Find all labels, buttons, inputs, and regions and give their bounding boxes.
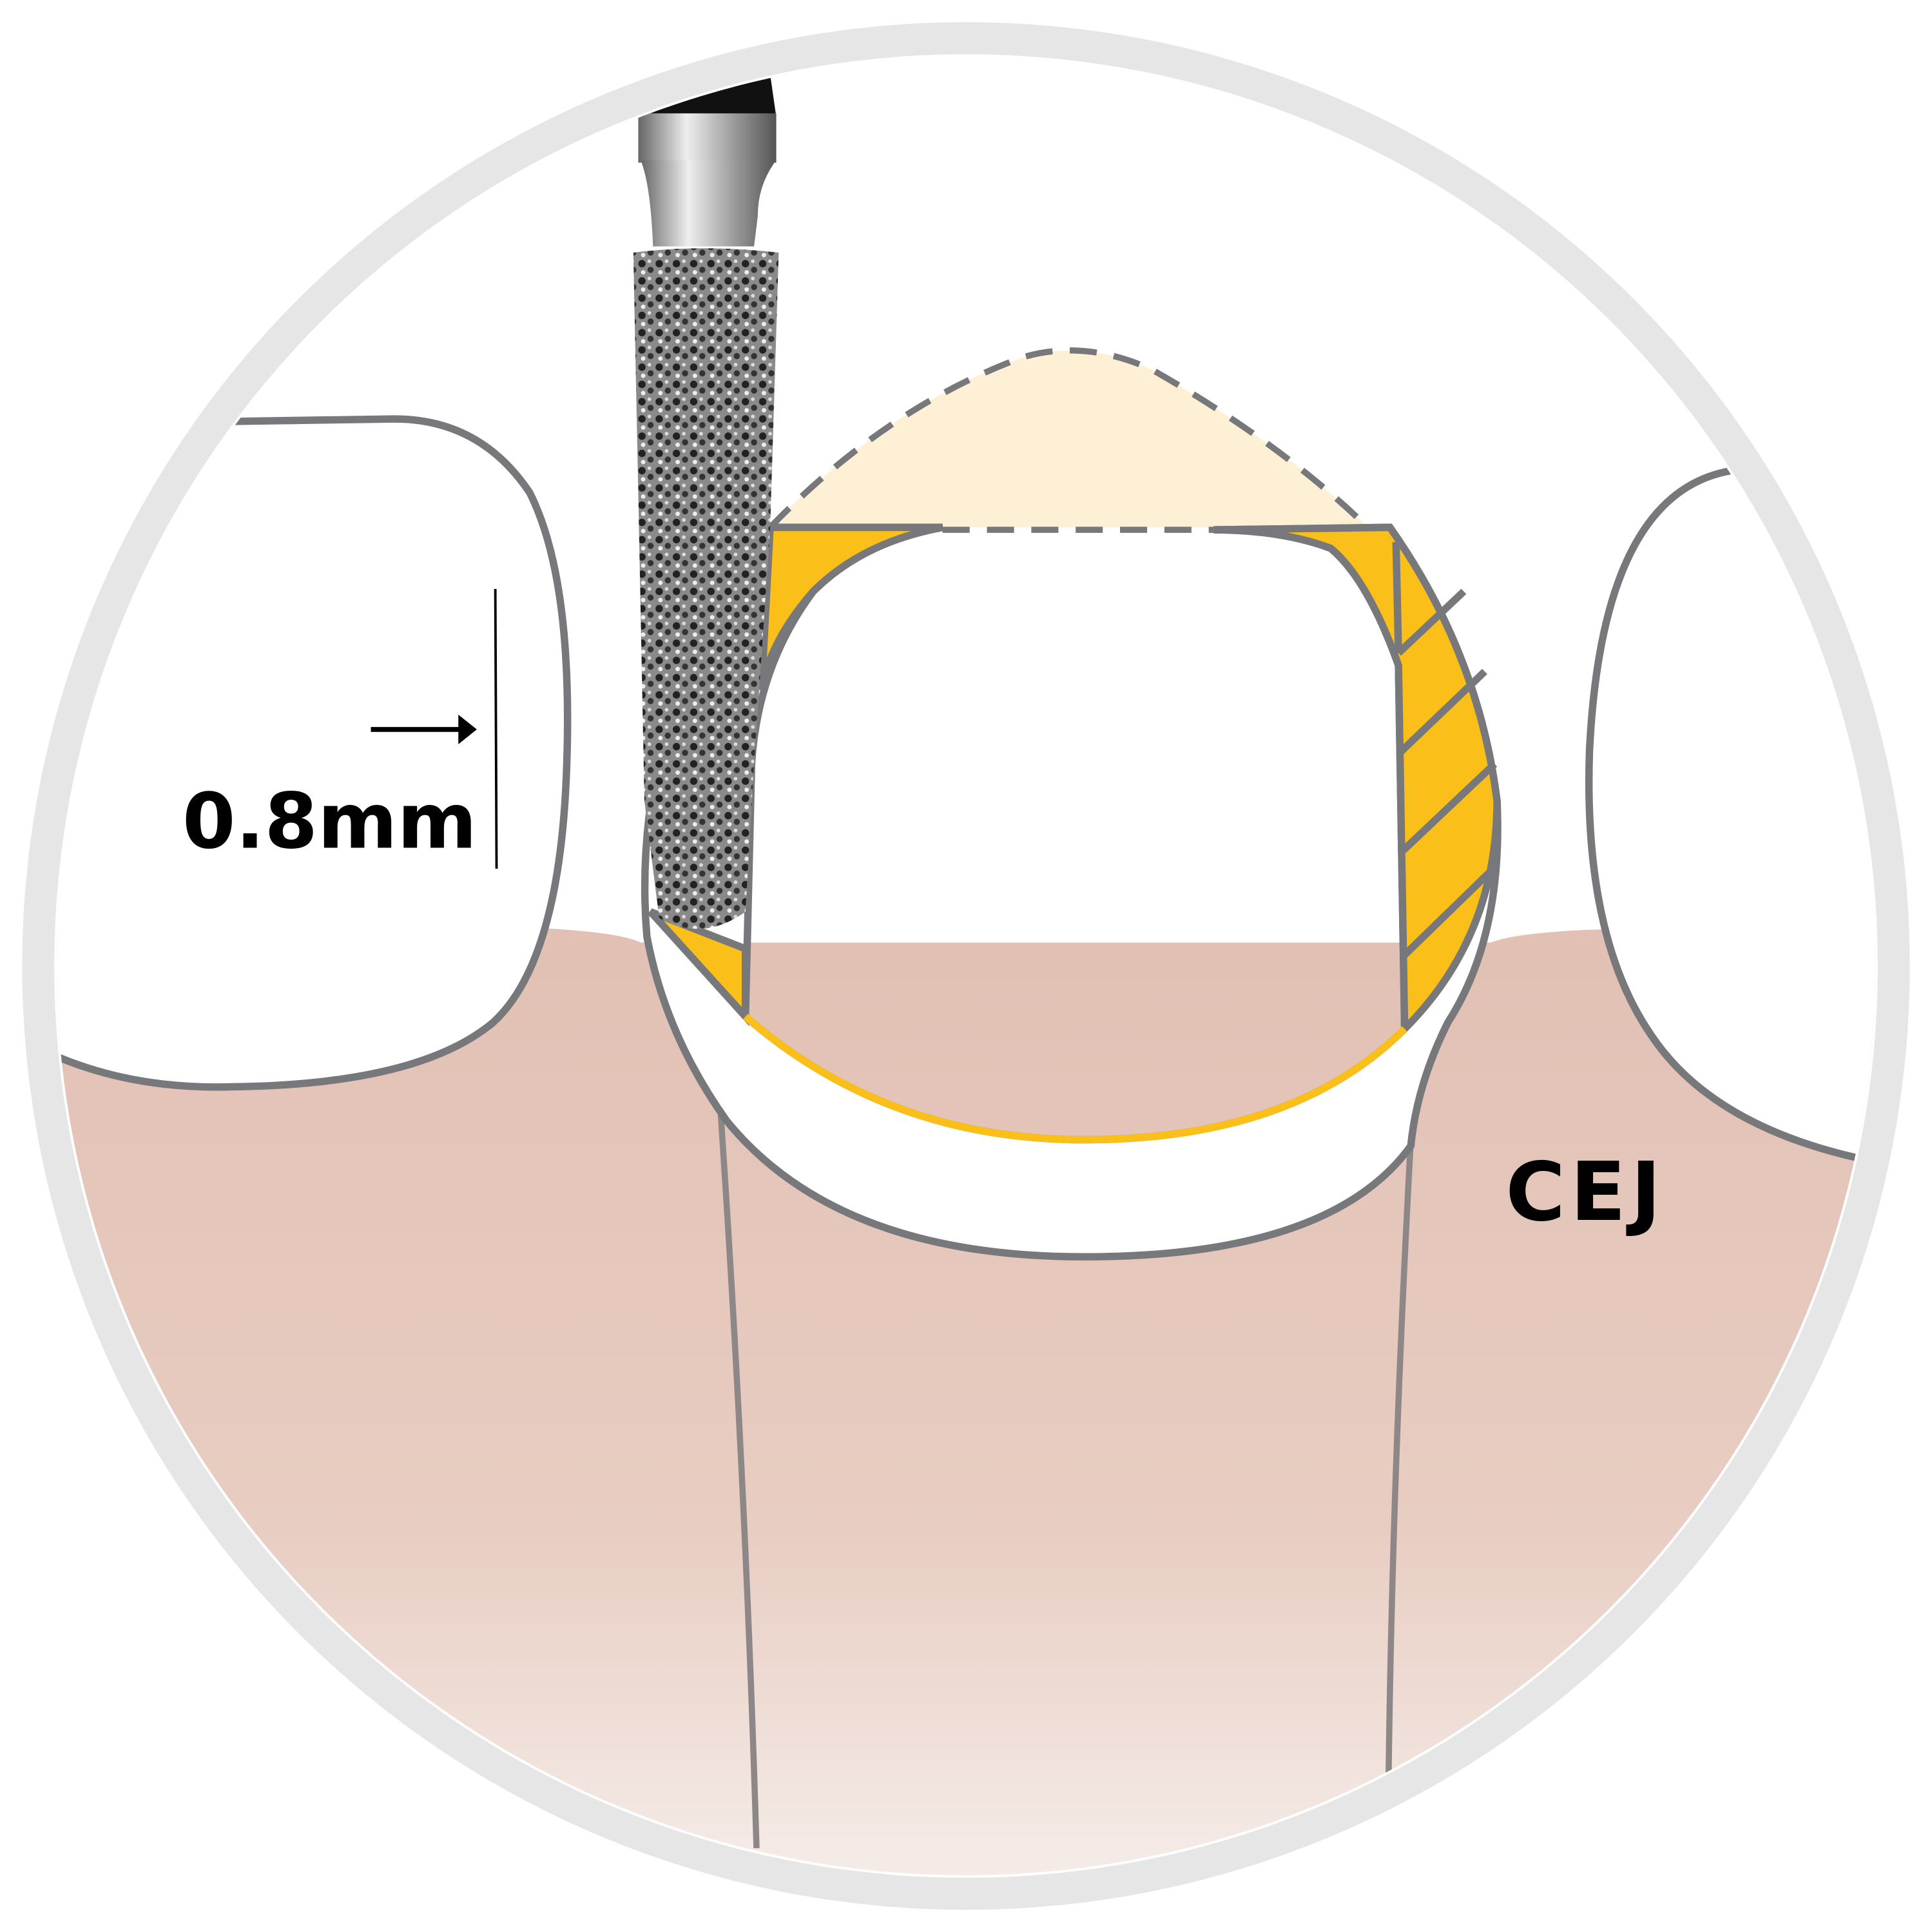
margin-line	[742, 1014, 1407, 1144]
measurement-reference-line	[494, 588, 498, 869]
facial-reduction-zone	[1213, 523, 1501, 1038]
measurement-label: 0.8mm	[182, 777, 477, 865]
cej-label: CEJ	[1505, 1145, 1666, 1239]
diamond-bur	[633, 248, 779, 929]
root-outline-right	[1386, 1139, 1415, 1775]
bur-shank	[638, 113, 777, 163]
bur-neck	[641, 160, 777, 247]
root-outline-left	[717, 1115, 760, 1849]
measurement-arrow-icon	[458, 714, 477, 744]
lingual-reduction-zone	[757, 523, 943, 691]
left-adjacent-tooth	[56, 415, 572, 1091]
facial-hatch-lines	[1392, 542, 1498, 958]
removed-incisal-area	[769, 350, 1368, 528]
gingiva	[56, 925, 1876, 1876]
handpiece-tip	[641, 73, 777, 117]
chamfer-margin-zone	[648, 908, 749, 1027]
original-contour-dashed	[768, 347, 1370, 533]
